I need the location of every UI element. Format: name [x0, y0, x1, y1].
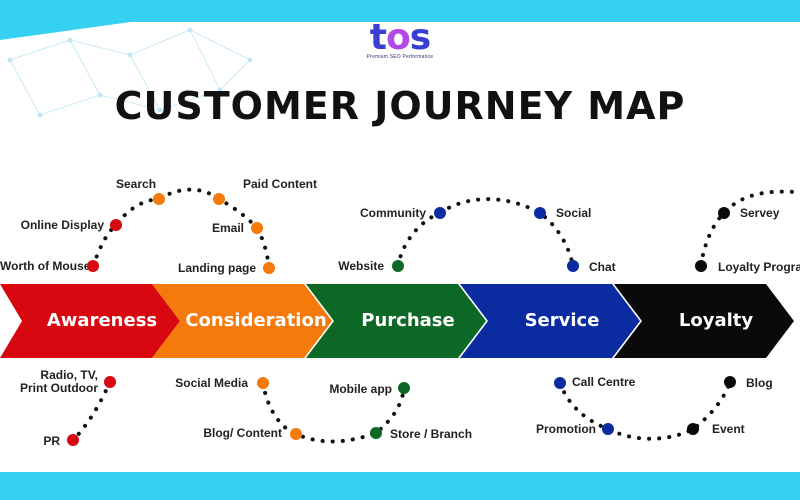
touchpoint-label-event: Event [712, 422, 745, 436]
touchpoint-dot-worth-of-mouse [87, 260, 99, 272]
stage-label-consideration: Consideration [185, 310, 327, 331]
stage-arrow-shape [460, 284, 640, 358]
touchpoint-label-store-branch: Store / Branch [390, 427, 473, 441]
touchpoint-label-radio-tv: Radio, TV,Print Outdoor [10, 369, 98, 395]
touchpoint-label-chat: Chat [589, 260, 616, 274]
bottom-accent-bar [0, 472, 800, 500]
touchpoint-dot-community [434, 207, 446, 219]
touchpoint-label-line: Radio, TV, [40, 368, 98, 382]
touchpoint-label-line: Print Outdoor [20, 381, 98, 395]
touchpoint-dot-paid-content [213, 193, 225, 205]
touchpoint-label-online-display: Online Display [20, 218, 104, 232]
touchpoint-dot-website [392, 260, 404, 272]
touchpoint-label-email: Email [211, 221, 244, 235]
touchpoint-label-blog-content: Blog/ Content [203, 426, 282, 440]
touchpoint-dot-store-branch [370, 427, 382, 439]
stage-arrow-loyalty [614, 284, 794, 358]
touchpoint-dot-call-centre [554, 377, 566, 389]
touchpoint-dot-search [153, 193, 165, 205]
stage-arrow-shape [152, 284, 332, 358]
brand-logo: tos Premium SEO Performance [355, 17, 445, 61]
stage-label-loyalty: Loyalty [678, 310, 754, 331]
touchpoint-label-social: Social [556, 206, 592, 220]
touchpoint-label-paid-content: Paid Content [243, 177, 317, 191]
network-decoration [7, 27, 253, 118]
touchpoint-label-search: Search [116, 177, 157, 191]
page-title: CUSTOMER JOURNEY MAP [114, 84, 686, 128]
touchpoint-dot-loyalty-program [695, 260, 707, 272]
touchpoint-label-servey: Servey [740, 206, 780, 220]
touchpoint-label-community: Community [360, 206, 426, 220]
touchpoint-label-landing-page: Landing page [178, 261, 256, 275]
touchpoint-label-website: Website [338, 259, 384, 273]
stage-arrow-service [460, 284, 640, 358]
touchpoint-label-pr: PR [43, 434, 60, 448]
stage-label-service: Service [524, 310, 600, 331]
touchpoint-dot-pr [67, 434, 79, 446]
stage-label-purchase: Purchase [361, 310, 455, 331]
stage-arrow-purchase [306, 284, 486, 358]
touchpoint-dot-event [687, 423, 699, 435]
stage-label-awareness: Awareness [46, 310, 158, 331]
top-accent-bar [0, 0, 800, 22]
touchpoint-label-promotion: Promotion [536, 422, 596, 436]
logo-letter-o: o [386, 17, 411, 58]
stage-arrow-consideration [152, 284, 332, 358]
touchpoint-dot-landing-page [263, 262, 275, 274]
touchpoint-dot-radio-tv [104, 376, 116, 388]
touchpoint-dot-social-media [257, 377, 269, 389]
touchpoint-label-social-media: Social Media [175, 376, 248, 390]
touchpoint-dot-online-display [110, 219, 122, 231]
logo-wordmark: tos [369, 17, 431, 58]
touchpoint-dot-blog-content [290, 428, 302, 440]
touchpoint-label-blog: Blog [746, 376, 773, 390]
touchpoint-dot-servey [718, 207, 730, 219]
touchpoint-dot-blog [724, 376, 736, 388]
touchpoint-dot-social [534, 207, 546, 219]
touchpoint-label-mobile-app: Mobile app [329, 382, 392, 396]
touchpoint-dot-mobile-app [398, 382, 410, 394]
stage-arrow-awareness [0, 284, 180, 358]
touchpoint-label-loyalty-program: Loyalty Program [718, 261, 800, 274]
touchpoint-label-worth-of-mouse: Worth of Mouse [0, 259, 91, 273]
logo-tagline: Premium SEO Performance [366, 54, 434, 60]
stage-arrow-shape [306, 284, 486, 358]
touchpoint-dot-chat [567, 260, 579, 272]
touchpoint-dot-promotion [602, 423, 614, 435]
stage-arrow-shape [0, 284, 180, 358]
touchpoint-dot-email [251, 222, 263, 234]
stage-arrow-shape [614, 284, 794, 358]
touchpoint-label-call-centre: Call Centre [572, 375, 636, 389]
